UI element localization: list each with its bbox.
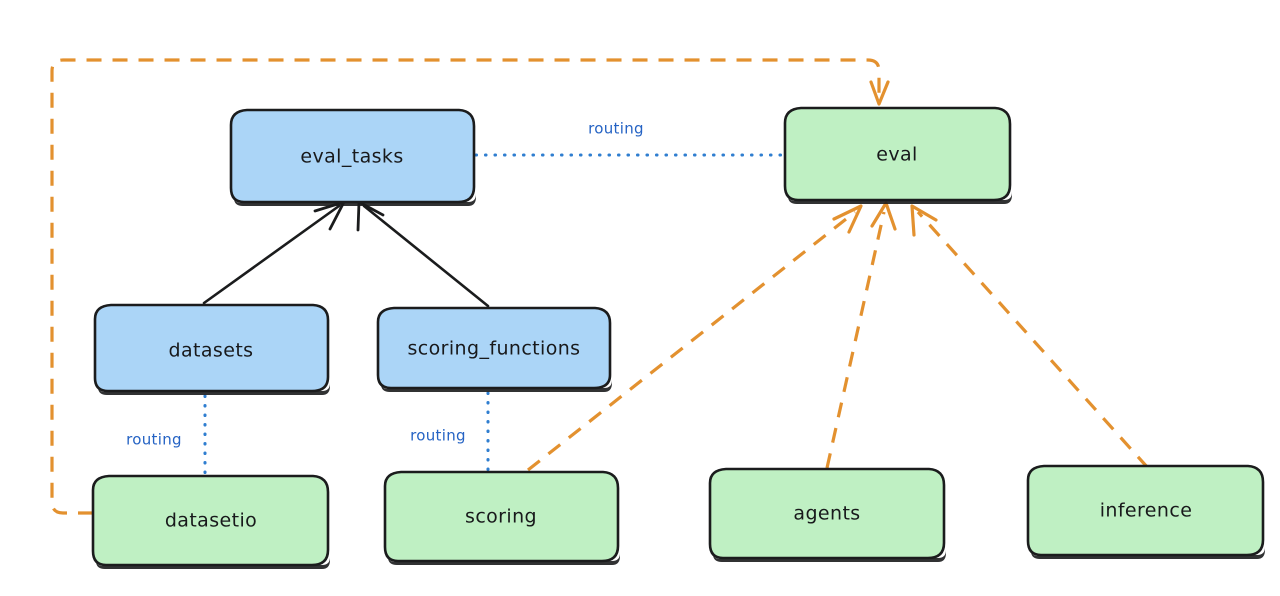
node-label-datasetio: datasetio — [165, 510, 257, 532]
node-inference[interactable]: inference — [1026, 464, 1265, 559]
edge-label-routing-scoring: routing — [410, 427, 466, 445]
node-scoring[interactable]: scoring — [383, 470, 620, 565]
edge-inference-to-eval — [910, 204, 1150, 470]
edge-label-routing-eval: routing — [588, 120, 644, 138]
node-label-eval: eval — [876, 144, 917, 166]
node-agents[interactable]: agents — [708, 467, 946, 562]
node-datasetio[interactable]: datasetio — [91, 474, 330, 569]
edge-label-routing-datasetio: routing — [126, 431, 182, 449]
edge-label-layer: routing routing routing — [126, 120, 644, 449]
node-label-datasets: datasets — [169, 340, 254, 362]
node-label-scoring-functions: scoring_functions — [408, 338, 581, 360]
edge-scoring-functions-to-eval-tasks — [356, 200, 490, 308]
edge-datasets-to-eval-tasks — [202, 200, 346, 305]
edge-scoring-to-eval — [527, 204, 863, 472]
node-eval[interactable]: eval — [783, 106, 1012, 204]
node-label-agents: agents — [793, 503, 860, 525]
node-label-scoring: scoring — [465, 506, 537, 528]
node-layer: eval_tasks eval datasets scoring_functio… — [91, 106, 1265, 569]
node-datasets[interactable]: datasets — [93, 303, 330, 395]
node-scoring-functions[interactable]: scoring_functions — [376, 306, 612, 392]
node-label-eval-tasks: eval_tasks — [300, 146, 403, 168]
node-label-inference: inference — [1100, 500, 1193, 522]
edge-agents-to-eval — [825, 201, 897, 469]
node-eval-tasks[interactable]: eval_tasks — [229, 108, 476, 206]
edge-datasetio-to-eval — [50, 58, 890, 515]
